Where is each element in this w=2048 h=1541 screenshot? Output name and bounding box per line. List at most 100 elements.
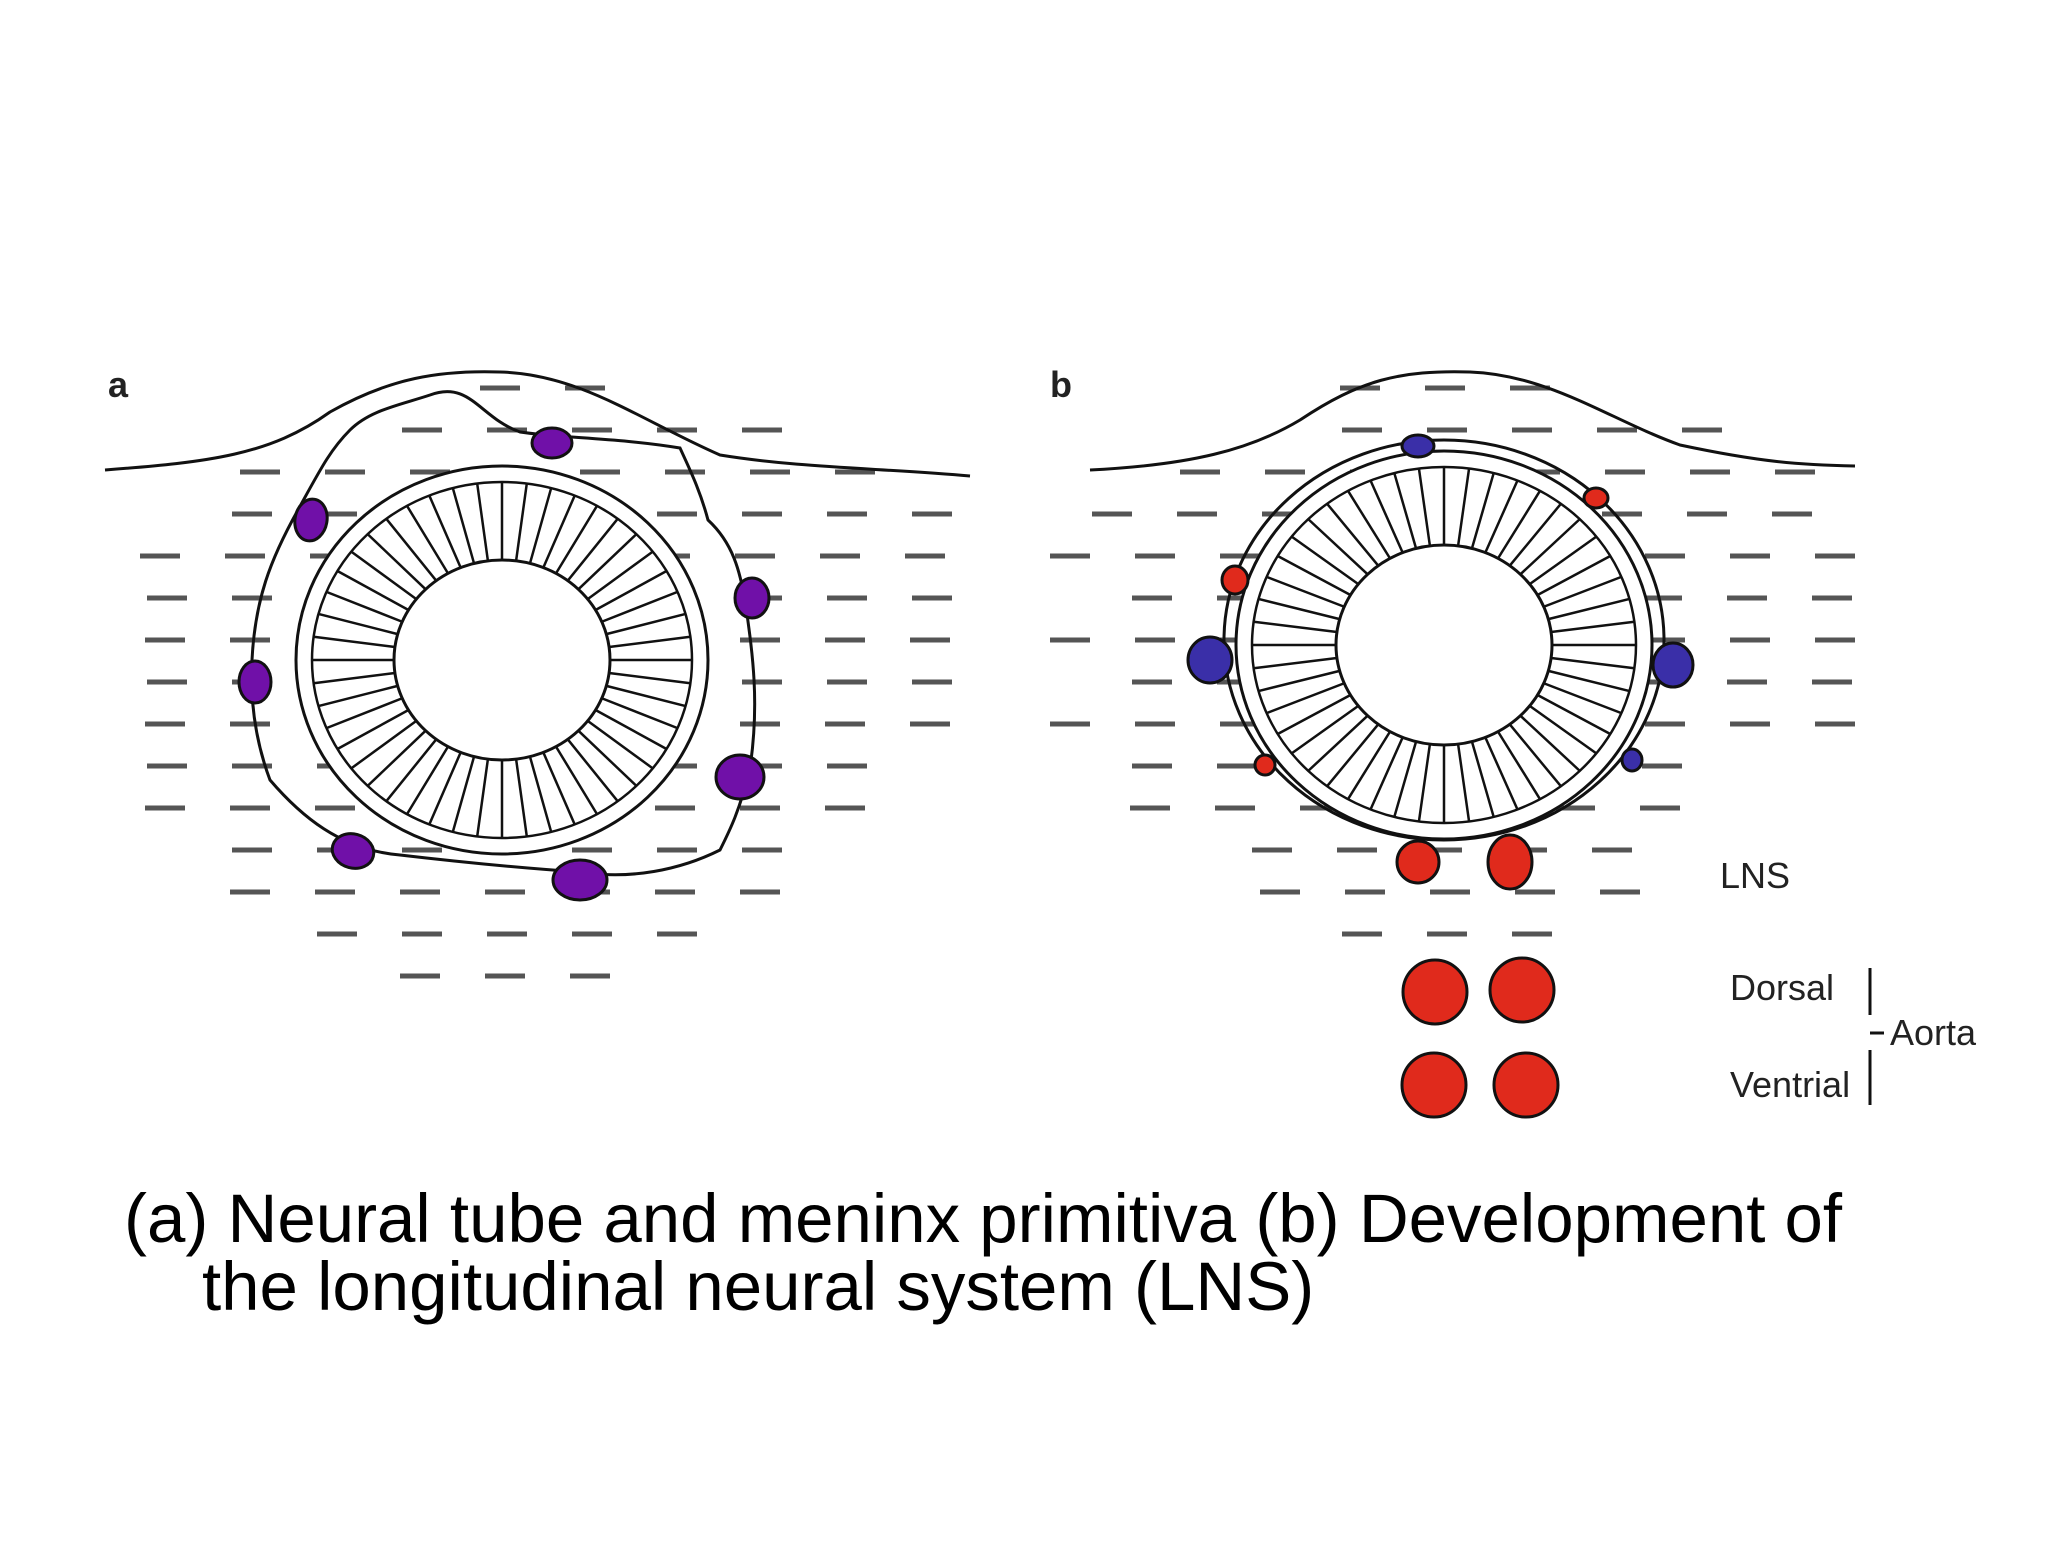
panel-a-neural-tube: a: [104, 364, 971, 979]
neuroepithelial-cell-boundary: [1496, 490, 1542, 560]
neuroepithelial-cell-boundary: [1470, 472, 1495, 549]
neuroepithelial-cell-boundary: [1470, 741, 1495, 818]
neuroepithelial-cell-boundary: [1307, 714, 1369, 772]
neuroepithelial-cell-boundary: [313, 671, 396, 685]
lns-cell-red: [1486, 833, 1534, 891]
neuroepithelial-cell-boundary: [1543, 575, 1622, 608]
neuroepithelial-cell-boundary: [475, 483, 490, 562]
neuroepithelial-cell-boundary: [1290, 535, 1360, 586]
meningeal-cell: [733, 576, 771, 620]
neuroepithelial-cell-boundary: [1528, 704, 1598, 755]
neuroepithelial-cell-boundary: [318, 684, 398, 708]
neuroepithelial-cell-boundary: [601, 697, 678, 730]
ectoderm-surface-b: [1089, 370, 1856, 472]
neuroepithelial-cell-boundary: [1346, 490, 1392, 560]
aorta-dorsal-right: [1488, 956, 1556, 1024]
neuroepithelial-cell-boundary: [1258, 669, 1340, 693]
neuroepithelial-cell-boundary: [318, 612, 398, 636]
ectoderm-surface-a: [104, 370, 971, 478]
neuroepithelial-cell-boundary: [586, 719, 654, 770]
neuroepithelial-cell-boundary: [577, 533, 638, 591]
aorta-ventral-left: [1400, 1051, 1468, 1119]
neuroepithelial-cell-boundary: [326, 590, 403, 623]
neuroepithelial-cell-boundary: [451, 487, 476, 564]
neuroepithelial-cell-boundary: [1393, 741, 1418, 818]
meningeal-cell: [330, 832, 376, 870]
neuroepithelial-cell-boundary: [1543, 682, 1622, 715]
neuroepithelial-cell-boundary: [1528, 535, 1598, 586]
neuroepithelial-cell-boundary: [1456, 743, 1471, 822]
neuroepithelial-cell-boundary: [1326, 723, 1380, 788]
neuroepithelial-cell-boundary: [1417, 743, 1432, 822]
neuroepithelial-cell-boundary: [1536, 693, 1611, 736]
neuroepithelial-cell-boundary: [528, 487, 553, 564]
neuroepithelial-cell-boundary: [1277, 693, 1352, 736]
neuroepithelial-cell-boundary: [1550, 656, 1635, 670]
neuroepithelial-cell-boundary: [405, 745, 450, 815]
neuroepithelial-cell-boundary: [1258, 597, 1340, 621]
neuroepithelial-cell-boundary: [1456, 468, 1471, 547]
neuroepithelial-cell-boundary: [577, 729, 638, 787]
neuroepithelial-cell-boundary: [1253, 656, 1338, 670]
meninx-primitiva-a: [250, 390, 757, 877]
neuroepithelial-cell-boundary: [1266, 575, 1345, 608]
neuroepithelial-cell-boundary: [350, 550, 418, 601]
figure-caption: (a) Neural tube and meninx primitiva (b)…: [124, 1184, 1924, 1325]
neural-canal-lumen: [392, 558, 612, 762]
neuroepithelial-cell-boundary: [1369, 480, 1404, 554]
lns-label: LNS: [1720, 855, 1790, 896]
aorta-label: Aorta: [1890, 1012, 1977, 1053]
neuroepithelial-cell-boundary: [1290, 704, 1360, 755]
neuroepithelial-cell-boundary: [1550, 620, 1635, 634]
neuroepithelial-cell-boundary: [326, 697, 403, 730]
neuroepithelial-cell-boundary: [594, 569, 668, 612]
neuroepithelial-cell-boundary: [336, 708, 410, 751]
lns-cell-blue: [1651, 641, 1695, 689]
neuroepithelial-cell-boundary: [385, 738, 438, 803]
neuroepithelial-cell-boundary: [1548, 669, 1630, 693]
neuroepithelial-cell-boundary: [1496, 730, 1542, 800]
neuroepithelial-cell-boundary: [1519, 714, 1581, 772]
neuroepithelial-cell-boundary: [542, 495, 576, 569]
neuroepithelial-cell-boundary: [1393, 472, 1418, 549]
panel-a-letter: a: [108, 364, 129, 405]
lns-cell-red: [1220, 564, 1250, 596]
neuroepithelial-cell-boundary: [475, 758, 490, 837]
neuroepithelial-cell-boundary: [1307, 518, 1369, 576]
meningeal-cells-a: [237, 426, 771, 902]
meningeal-cell: [714, 753, 766, 801]
neuroepithelial-cell-boundary: [586, 550, 654, 601]
dorsal-label: Dorsal: [1730, 967, 1834, 1008]
neuroepithelial-cell-boundary: [428, 495, 462, 569]
neuroepithelial-cell-boundary: [594, 708, 668, 751]
neuroepithelial-cell-boundary: [428, 751, 462, 825]
neuroepithelial-cell-boundary: [554, 505, 599, 575]
neuroepithelial-cell-boundary: [608, 671, 691, 685]
caption-line-2: the longitudinal neural system (LNS): [202, 1248, 1315, 1325]
neuroepithelial-cell-boundary: [1519, 518, 1581, 576]
neuroepithelial-cell-boundary: [1536, 554, 1611, 597]
neuroepithelial-cell-boundary: [1484, 736, 1519, 810]
neuroepithelial-cell-boundary: [514, 483, 529, 562]
neuroepithelial-cell-boundary: [350, 719, 418, 770]
lns-cell-blue: [1186, 635, 1234, 685]
panel-b-lns-development: b LNS Dorsal Ventrial Aorta: [1050, 364, 1977, 1119]
neuroepithelial-cell-boundary: [1369, 736, 1404, 810]
neuroepithelial-cell-boundary: [1508, 502, 1562, 567]
neuroepithelial-cell-boundary: [1277, 554, 1352, 597]
neuroepithelial-cell-boundary: [1484, 480, 1519, 554]
neuroepithelial-cell-boundary: [1346, 730, 1392, 800]
neuroepithelial-cell-boundary: [313, 635, 396, 649]
neuroepithelial-cell-boundary: [405, 505, 450, 575]
neuroepithelial-cell-boundary: [606, 684, 686, 708]
neuroepithelial-cell-boundary: [1253, 620, 1338, 634]
meningeal-cell: [237, 659, 273, 705]
neuroepithelial-cell-boundary: [1326, 502, 1380, 567]
meningeal-cell: [293, 497, 329, 543]
neuroepithelial-cell-boundary: [451, 756, 476, 833]
neuroepithelial-cell-boundary: [606, 612, 686, 636]
lns-cell-red: [1395, 839, 1441, 885]
lns-cells-b: [1186, 433, 1695, 891]
